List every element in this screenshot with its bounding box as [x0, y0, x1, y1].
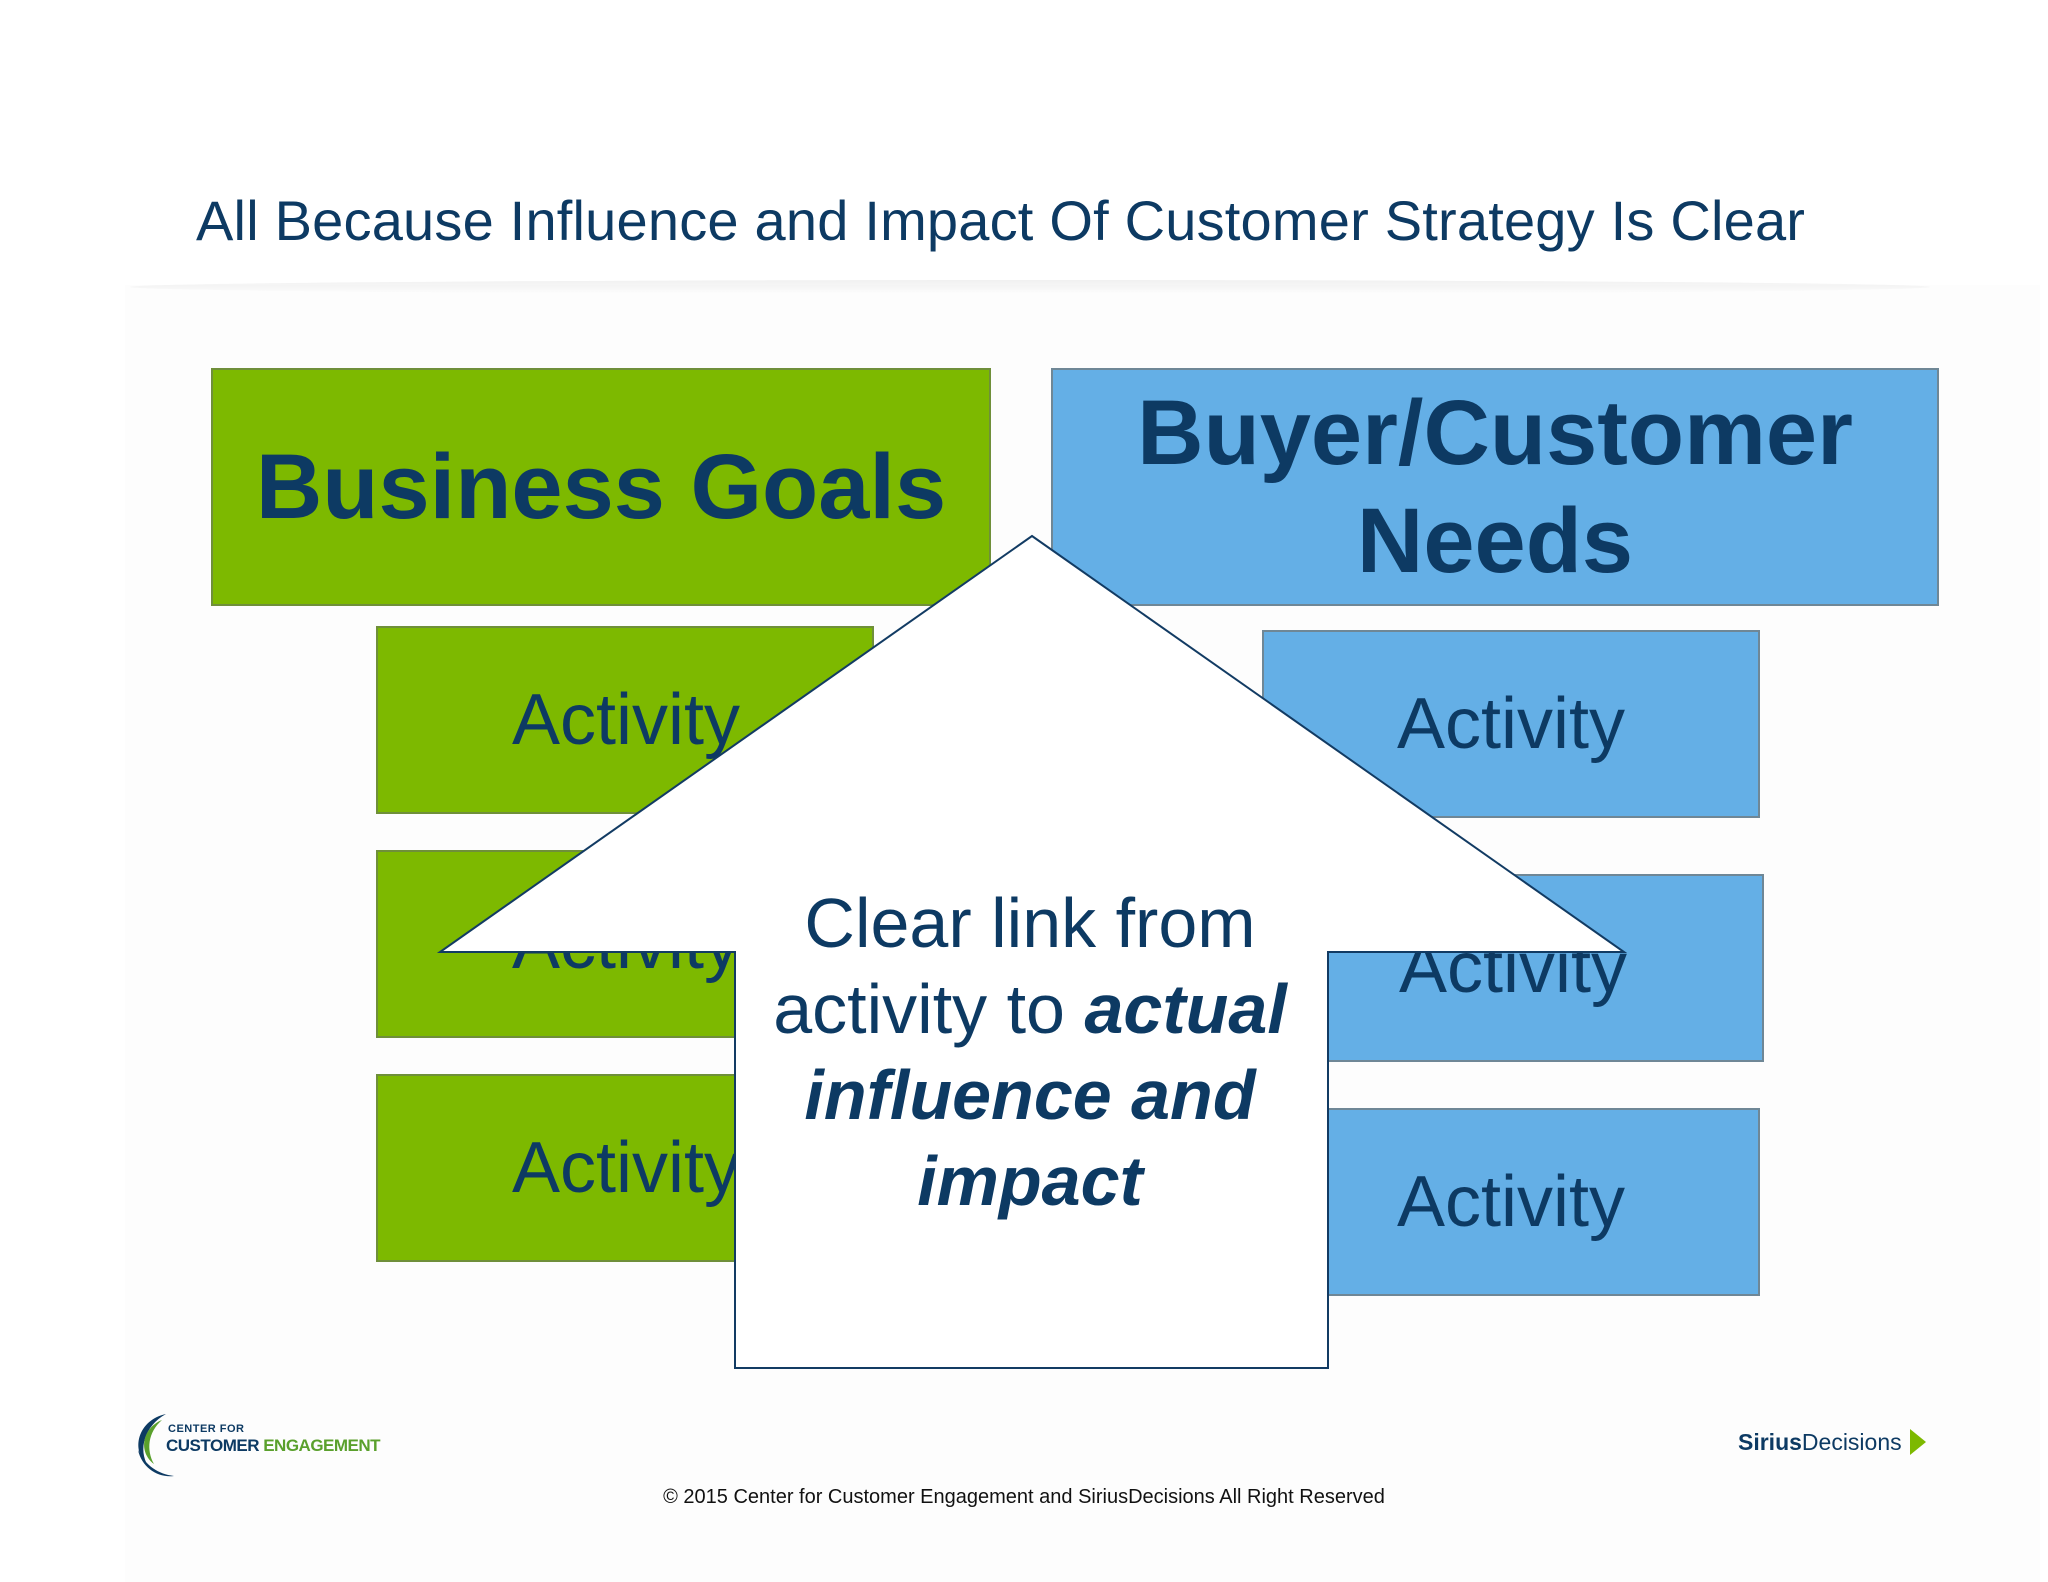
arrow-line-3: influence and	[804, 1056, 1256, 1134]
arrow-line-1: Clear link from	[804, 884, 1256, 962]
business-goals-box: Business Goals	[211, 368, 991, 606]
arrow-line-4: impact	[917, 1142, 1143, 1220]
logo-word-engagement: ENGAGEMENT	[263, 1436, 381, 1455]
buyer-customer-needs-box: Buyer/Customer Needs	[1051, 368, 1939, 606]
slide-title: All Because Influence and Impact Of Cust…	[196, 189, 1806, 252]
title-divider	[130, 280, 1930, 294]
needs-label: Needs	[1356, 490, 1634, 592]
activity-label: Activity	[512, 680, 741, 760]
center-for-customer-engagement-logo: CENTER FOR CUSTOMER ENGAGEMENT	[128, 1410, 381, 1482]
logo-word-customer: CUSTOMER	[166, 1436, 259, 1455]
logo-small-text: CENTER FOR	[168, 1423, 245, 1435]
swoosh-icon	[138, 1414, 174, 1477]
arrow-message: Clear link from activity to actual influ…	[740, 880, 1320, 1224]
arrow-line-2-plain: activity to	[773, 970, 1085, 1048]
business-goals-label: Business Goals	[255, 436, 947, 538]
play-arrow-icon	[1909, 1429, 1926, 1455]
copyright-footer: © 2015 Center for Customer Engagement an…	[663, 1486, 1385, 1508]
logo-sirius: Sirius	[1738, 1428, 1802, 1455]
logo-big-text: CUSTOMER ENGAGEMENT	[166, 1436, 381, 1456]
arrow-line-2: activity to actual	[740, 966, 1320, 1052]
right-activity-box-3: Activity	[1262, 1108, 1760, 1296]
activity-label: Activity	[512, 1128, 741, 1208]
buyer-customer-label: Buyer/Customer	[1137, 382, 1853, 484]
activity-label: Activity	[1396, 684, 1626, 764]
activity-label: Activity	[1396, 1162, 1626, 1242]
logo-decisions: Decisions	[1801, 1428, 1902, 1455]
arrow-line-2-emphasis: actual	[1084, 970, 1287, 1048]
